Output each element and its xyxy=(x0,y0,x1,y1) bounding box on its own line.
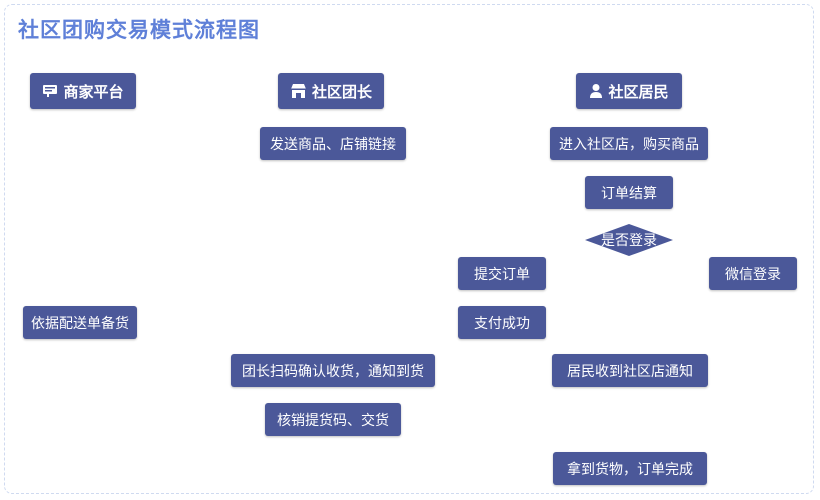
step-pay-success: 支付成功 xyxy=(458,306,546,339)
diagram-frame xyxy=(4,4,814,494)
shop-icon xyxy=(290,83,307,99)
step-wechat-login: 微信登录 xyxy=(709,257,797,290)
step-checkout: 订单结算 xyxy=(585,176,673,209)
lane-resident-header: 社区居民 xyxy=(576,73,682,109)
step-order-complete: 拿到货物，订单完成 xyxy=(553,452,707,485)
diagram-title: 社区团购交易模式流程图 xyxy=(18,18,260,42)
person-icon xyxy=(589,83,603,99)
lane-leader-header: 社区团长 xyxy=(278,73,384,109)
step-verify-code: 核销提货码、交货 xyxy=(265,403,401,436)
store-list-icon xyxy=(42,83,58,99)
step-enter-store: 进入社区店，购买商品 xyxy=(550,127,708,160)
step-prepare-goods: 依据配送单备货 xyxy=(23,306,137,339)
step-send-links: 发送商品、店铺链接 xyxy=(260,127,406,160)
lane-merchant-header: 商家平台 xyxy=(30,73,136,109)
lane-resident-label: 社区居民 xyxy=(608,82,669,101)
decision-diamond-shape xyxy=(585,224,673,256)
decision-is-logged-in: 是否登录 xyxy=(585,224,673,256)
step-leader-confirm: 团长扫码确认收货，通知到货 xyxy=(231,354,435,387)
step-submit-order: 提交订单 xyxy=(458,257,546,290)
step-resident-notified: 居民收到社区店通知 xyxy=(552,354,708,387)
decision-label: 是否登录 xyxy=(601,233,657,249)
lane-leader-label: 社区团长 xyxy=(311,82,372,101)
lane-merchant-label: 商家平台 xyxy=(63,82,124,101)
